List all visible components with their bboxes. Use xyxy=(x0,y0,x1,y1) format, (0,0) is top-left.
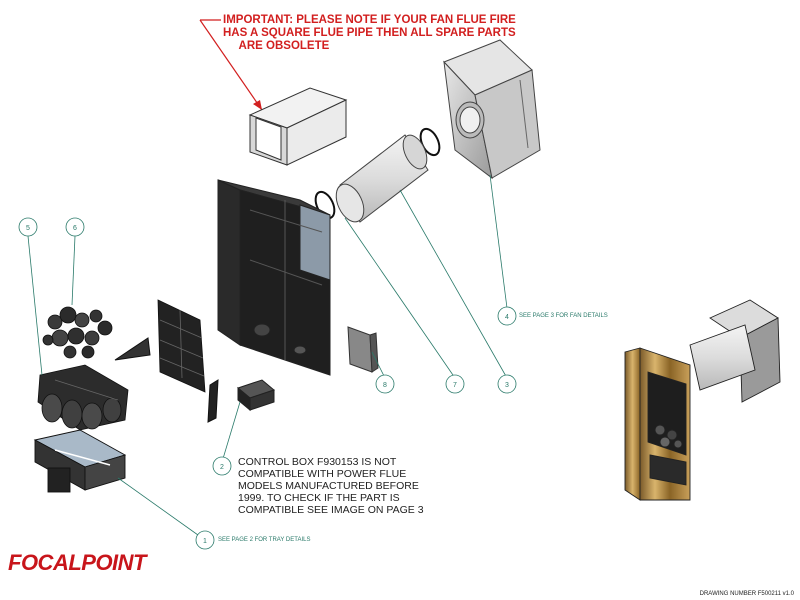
callout-num-8: 8 xyxy=(383,382,387,389)
coal-pieces xyxy=(42,306,113,359)
callout-4 xyxy=(497,306,517,326)
control-box-note: CONTROL BOX F930153 IS NOT COMPATIBLE WI… xyxy=(238,456,424,516)
brick-panel xyxy=(157,299,206,393)
callout-num-2: 2 xyxy=(220,464,224,471)
callout-num-5: 5 xyxy=(26,225,30,232)
callout-2 xyxy=(212,456,232,476)
callout-8 xyxy=(375,374,395,394)
fan-details-label: SEE PAGE 3 FOR FAN DETAILS xyxy=(519,313,608,319)
side-baffle-left xyxy=(114,337,151,361)
fan-unit xyxy=(443,39,541,180)
callout-1 xyxy=(195,530,215,550)
side-panel xyxy=(347,326,379,373)
side-baffle-small xyxy=(207,379,219,423)
callout-7 xyxy=(445,374,465,394)
control-box xyxy=(236,379,276,412)
fuel-bed xyxy=(37,364,129,431)
callout-circles xyxy=(18,217,517,550)
callout-6 xyxy=(65,217,85,237)
callout-num-1: 1 xyxy=(203,538,207,545)
leader-lines xyxy=(27,174,508,541)
focalpoint-logo: FOCALPOINT xyxy=(8,550,147,575)
burner-tray xyxy=(33,429,127,493)
round-flue-pipe xyxy=(335,134,429,223)
obsolete-parts-warning: IMPORTANT: PLEASE NOTE IF YOUR FAN FLUE … xyxy=(223,14,516,52)
assembled-fire-preview xyxy=(624,299,781,501)
callout-3 xyxy=(497,374,517,394)
callout-num-3: 3 xyxy=(505,382,509,389)
callout-num-6: 6 xyxy=(73,225,77,232)
warning-leader xyxy=(199,19,263,111)
callout-num-7: 7 xyxy=(453,382,457,389)
drawing-number: DRAWING NUMBER F500211 v1.0 xyxy=(699,591,794,597)
callout-num-4: 4 xyxy=(505,314,509,321)
firebox xyxy=(217,179,331,376)
callout-5 xyxy=(18,217,38,237)
square-flue-pipe xyxy=(248,87,348,166)
tray-details-label: SEE PAGE 2 FOR TRAY DETAILS xyxy=(218,537,311,543)
callout-numbers: 5 6 4 8 7 3 2 1 xyxy=(26,225,509,545)
